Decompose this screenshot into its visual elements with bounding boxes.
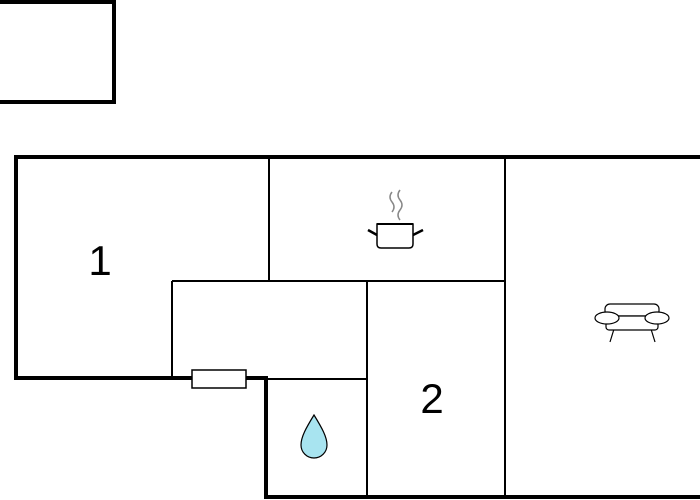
cooking-pot-icon xyxy=(367,189,424,249)
interior-walls xyxy=(171,157,506,497)
water-drop-icon xyxy=(300,413,328,459)
sofa-icon xyxy=(594,303,670,343)
outbuilding xyxy=(0,0,116,104)
door-icon xyxy=(191,369,247,389)
outer-walls xyxy=(14,155,700,499)
room-2-label: 2 xyxy=(420,375,443,422)
room-1-label: 1 xyxy=(88,237,111,284)
